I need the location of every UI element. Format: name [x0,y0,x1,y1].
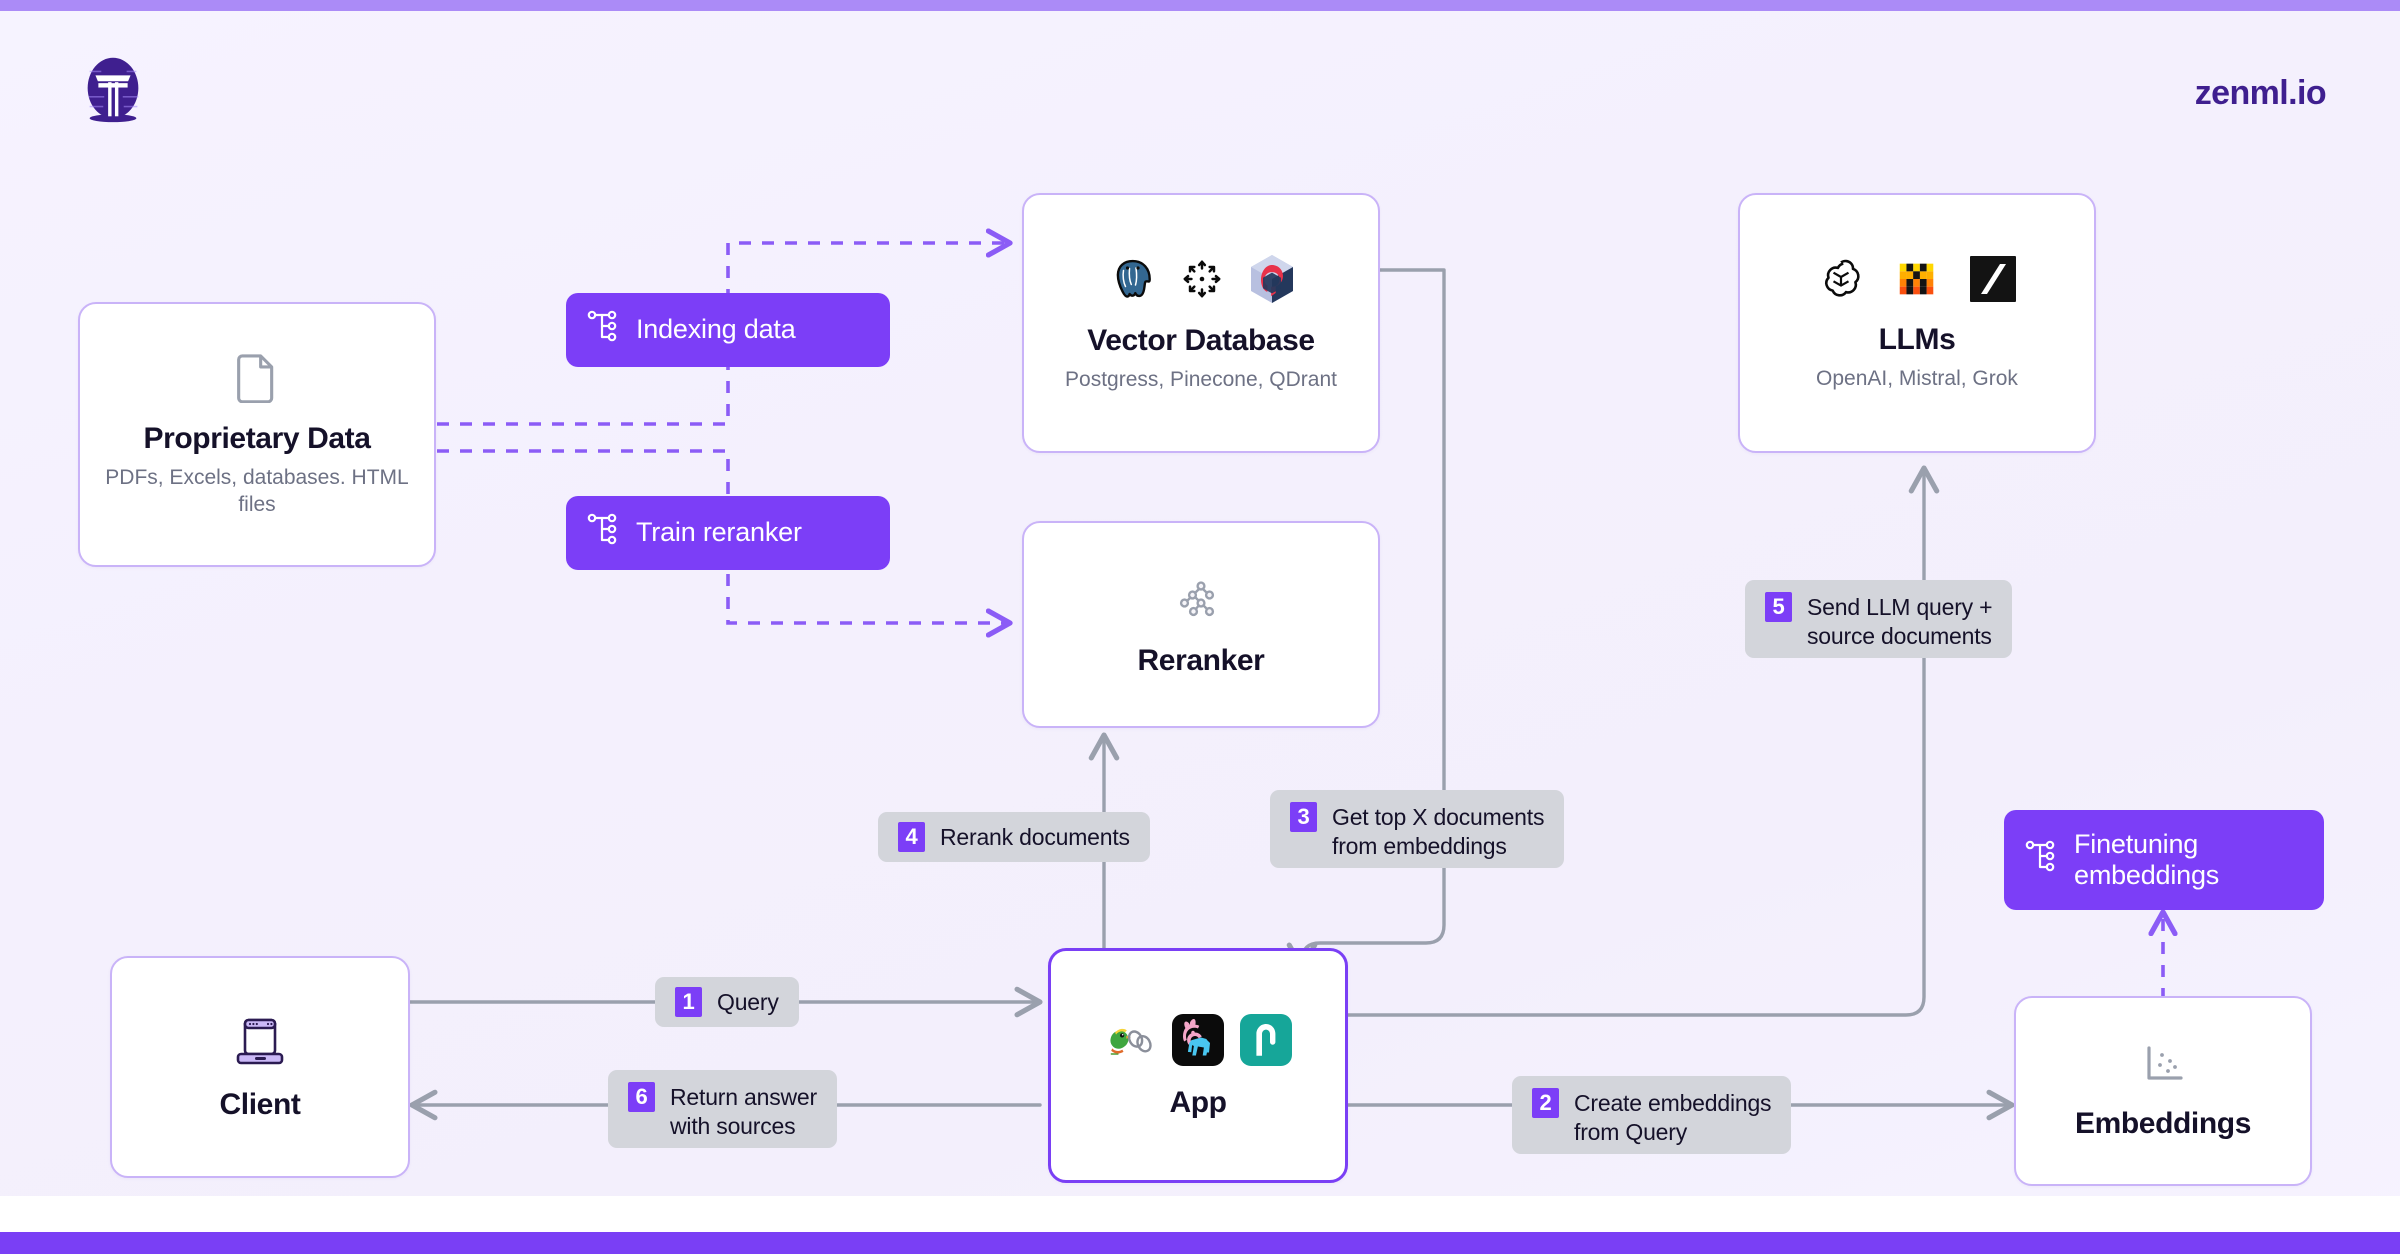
qdrant-icon [1247,253,1297,310]
langchain-icon [1103,1019,1157,1066]
top-accent-bar [0,0,2400,11]
node-icons [1175,573,1227,630]
pipeline-label: Train reranker [636,517,802,548]
step-label-3: 3 Get top X documents from embeddings [1270,790,1565,868]
step-text: Get top X documents from embeddings [1332,804,1545,859]
node-llms[interactable]: LLMs OpenAI, Mistral, Grok [1738,193,2096,453]
tree-graph-icon [1175,573,1227,630]
step-number: 1 [675,987,702,1017]
step-text: Rerank documents [940,824,1130,851]
node-title: LLMs [1878,322,1956,356]
mistral-icon [1894,256,1940,307]
pipeline-icon [586,308,620,351]
node-subtitle: PDFs, Excels, databases. HTML files [105,465,409,516]
pipeline-indexing-data[interactable]: Indexing data [566,293,890,367]
node-app[interactable]: App [1048,948,1348,1183]
pipeline-label: Finetuning embeddings [2074,828,2220,890]
grok-icon [1968,254,2018,309]
step-label-1: 1 Query [655,977,799,1027]
bottom-white-strip [0,1196,2400,1232]
anthropic-icon [1239,1013,1293,1072]
node-proprietary-data[interactable]: Proprietary Data PDFs, Excels, databases… [78,302,436,567]
node-icons [1103,1013,1293,1072]
step-label-2: 2 Create embeddings from Query [1512,1076,1792,1154]
pinecone-icon [1179,256,1225,307]
node-client[interactable]: Client [110,956,410,1178]
node-icons [2139,1042,2187,1093]
pipeline-icon [586,511,620,554]
step-text: Create embeddings from Query [1574,1090,1772,1145]
bottom-accent-bar [0,1232,2400,1254]
step-label-5: 5 Send LLM query + source documents [1745,580,2013,658]
step-text: Return answer with sources [670,1084,817,1139]
step-label-6: 6 Return answer with sources [608,1070,837,1148]
node-subtitle: Postgress, Pinecone, QDrant [1065,367,1337,391]
step-number: 5 [1765,592,1792,622]
ollama-icon [1171,1013,1225,1072]
node-title: Reranker [1137,643,1265,677]
node-title: Client [219,1088,301,1121]
node-icons [1816,254,2018,309]
brand-name: zenml.io [2194,74,2327,112]
step-number: 3 [1290,802,1317,832]
openai-icon [1816,254,1866,309]
node-title: Proprietary Data [143,421,371,455]
node-title: Embeddings [2074,1107,2251,1140]
document-icon [235,351,279,408]
node-icons [235,351,279,408]
node-icons [231,1013,289,1074]
postgresql-icon [1105,253,1157,310]
node-title: Vector Database [1087,323,1315,357]
node-title: App [1169,1085,1227,1119]
zenml-torii-logo [74,50,152,128]
node-icons [1105,253,1297,310]
node-embeddings[interactable]: Embeddings [2014,996,2312,1186]
pipeline-train-reranker[interactable]: Train reranker [566,496,890,570]
step-label-4: 4 Rerank documents [878,812,1150,862]
pipeline-icon [2024,838,2058,881]
node-subtitle: OpenAI, Mistral, Grok [1816,366,2018,390]
pipeline-label: Indexing data [636,314,796,345]
laptop-icon [231,1013,289,1074]
pipeline-finetuning-embeddings[interactable]: Finetuning embeddings [2004,810,2324,910]
step-text: Send LLM query + source documents [1807,594,1993,649]
node-reranker[interactable]: Reranker [1022,521,1380,728]
node-vector-database[interactable]: Vector Database Postgress, Pinecone, QDr… [1022,193,1380,453]
step-number: 2 [1532,1088,1559,1118]
step-text: Query [717,989,779,1016]
scatter-plot-icon [2139,1042,2187,1093]
step-number: 4 [898,822,925,852]
step-number: 6 [628,1082,655,1112]
